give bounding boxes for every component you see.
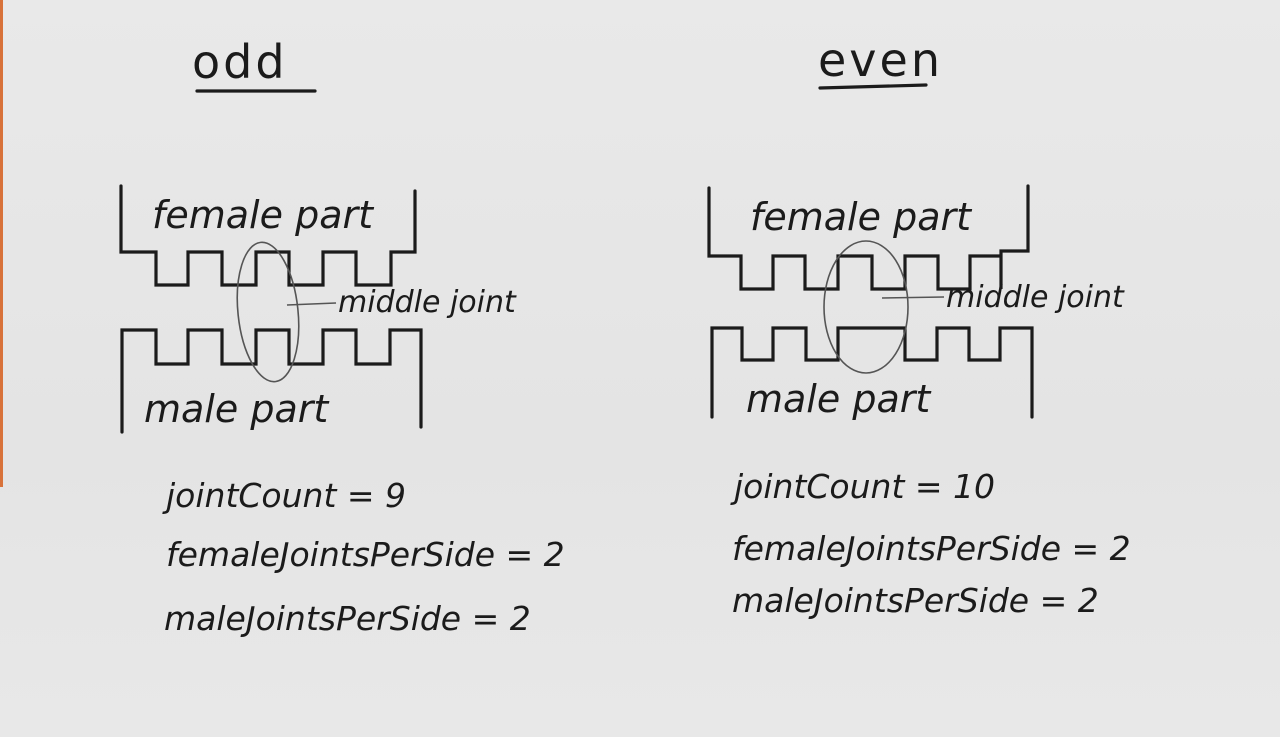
odd-male-outline [120,328,423,434]
even-male-joints: maleJointsPerSide = 2 [732,581,1099,620]
odd-title: odd [192,35,288,89]
odd-joint-label: middle joint [338,285,517,320]
even-middle-joint-marker [823,240,909,374]
odd-male-label: male part [144,387,330,431]
odd-section: odd female part male part middle joint j… [119,35,565,638]
even-male-label: male part [746,377,932,421]
odd-female-joints: femaleJointsPerSide = 2 [166,535,565,574]
even-female-joints: femaleJointsPerSide = 2 [732,529,1131,568]
odd-joint-count: jointCount = 9 [162,476,406,515]
even-female-label: female part [750,195,973,239]
even-joint-pointer [881,296,945,299]
even-section: even female part male part middle joint … [707,33,1131,620]
odd-female-outline [119,184,417,287]
even-title-underline [818,83,928,90]
odd-middle-joint-marker [236,241,300,383]
paper-edge [0,0,3,487]
odd-joint-pointer [286,302,337,306]
even-joint-count: jointCount = 10 [730,467,995,506]
even-male-outline [710,326,1034,419]
odd-male-joints: maleJointsPerSide = 2 [164,599,531,638]
even-joint-label: middle joint [946,280,1125,315]
even-title: even [818,33,943,87]
odd-female-label: female part [152,193,375,237]
even-female-outline [707,184,1030,291]
